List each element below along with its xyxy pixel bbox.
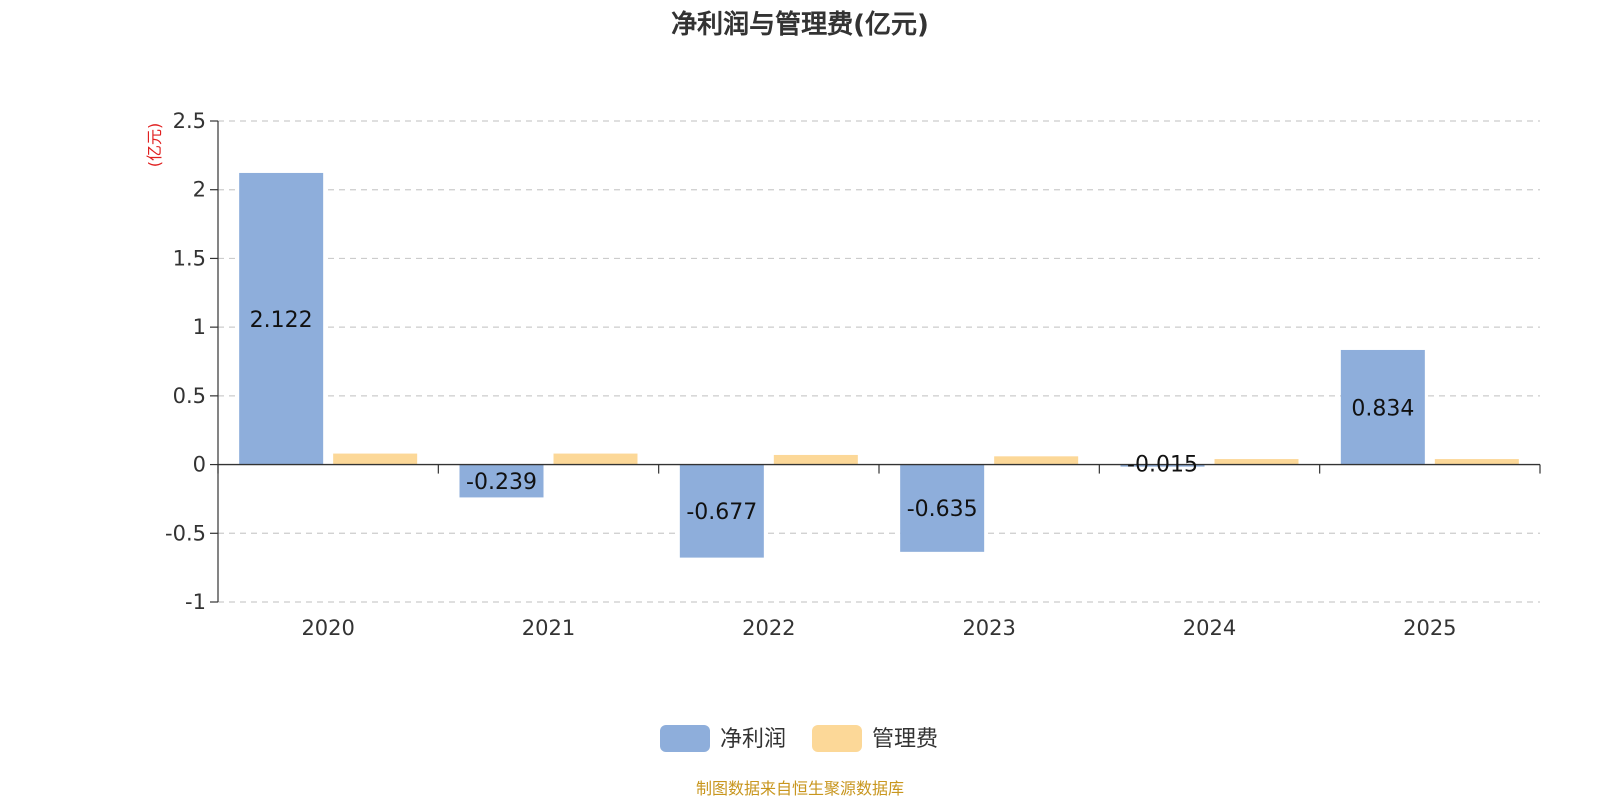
x-tick-label: 2023 bbox=[962, 616, 1015, 640]
bar-net-profit bbox=[459, 464, 544, 498]
x-tick-label: 2025 bbox=[1403, 616, 1456, 640]
legend-swatch-net-profit bbox=[660, 725, 710, 752]
bar-net-profit bbox=[1120, 464, 1205, 467]
bar-net-profit bbox=[239, 172, 324, 465]
y-tick-label: -0.5 bbox=[165, 521, 206, 545]
grid-lines bbox=[218, 120, 1540, 603]
y-axis: 2.5 2 1.5 1 0.5 0 -0.5 -1 bbox=[165, 109, 219, 614]
bar-management-fee bbox=[994, 456, 1079, 465]
y-tick-label: 0 bbox=[193, 453, 206, 477]
source-note: 制图数据来自恒生聚源数据库 bbox=[696, 779, 904, 798]
bar-net-profit bbox=[679, 464, 764, 558]
bar-net-profit bbox=[900, 464, 985, 552]
bar-management-fee bbox=[1214, 459, 1299, 465]
bar-management-fee bbox=[333, 453, 418, 465]
data-label: 0.834 bbox=[1351, 396, 1414, 421]
x-axis: 2020 2021 2022 2023 2024 2025 bbox=[217, 463, 1541, 640]
data-label: -0.239 bbox=[466, 470, 537, 495]
y-tick-label: 2.5 bbox=[173, 109, 206, 133]
bar-management-fee bbox=[1434, 459, 1519, 465]
legend-swatch-management-fee bbox=[812, 725, 862, 752]
y-tick-label: 0.5 bbox=[173, 384, 206, 408]
x-tick-label: 2021 bbox=[522, 616, 575, 640]
bar-management-fee bbox=[553, 453, 638, 465]
legend-label-net-profit: 净利润 bbox=[720, 727, 786, 752]
data-labels: 2.122 -0.239 -0.677 -0.635 -0.015 0.834 bbox=[250, 308, 1415, 525]
data-label: -0.015 bbox=[1127, 453, 1198, 478]
y-tick-label: 1 bbox=[193, 315, 206, 339]
y-tick-label: 2 bbox=[193, 178, 206, 202]
data-label: -0.635 bbox=[907, 497, 978, 522]
bar-management-fee bbox=[773, 454, 858, 465]
data-label: 2.122 bbox=[250, 308, 313, 333]
x-tick-label: 2022 bbox=[742, 616, 795, 640]
x-tick-label: 2024 bbox=[1183, 616, 1236, 640]
legend-label-management-fee: 管理费 bbox=[872, 727, 938, 752]
data-label: -0.677 bbox=[686, 500, 757, 525]
chart-title: 净利润与管理费(亿元) bbox=[671, 9, 929, 40]
bars bbox=[239, 172, 1519, 558]
y-axis-unit: (亿元) bbox=[145, 123, 164, 168]
y-tick-label: 1.5 bbox=[173, 246, 206, 270]
y-tick-label: -1 bbox=[185, 590, 206, 614]
x-tick-label: 2020 bbox=[301, 616, 354, 640]
legend: 净利润 管理费 bbox=[660, 725, 938, 752]
bar-net-profit bbox=[1340, 349, 1425, 465]
